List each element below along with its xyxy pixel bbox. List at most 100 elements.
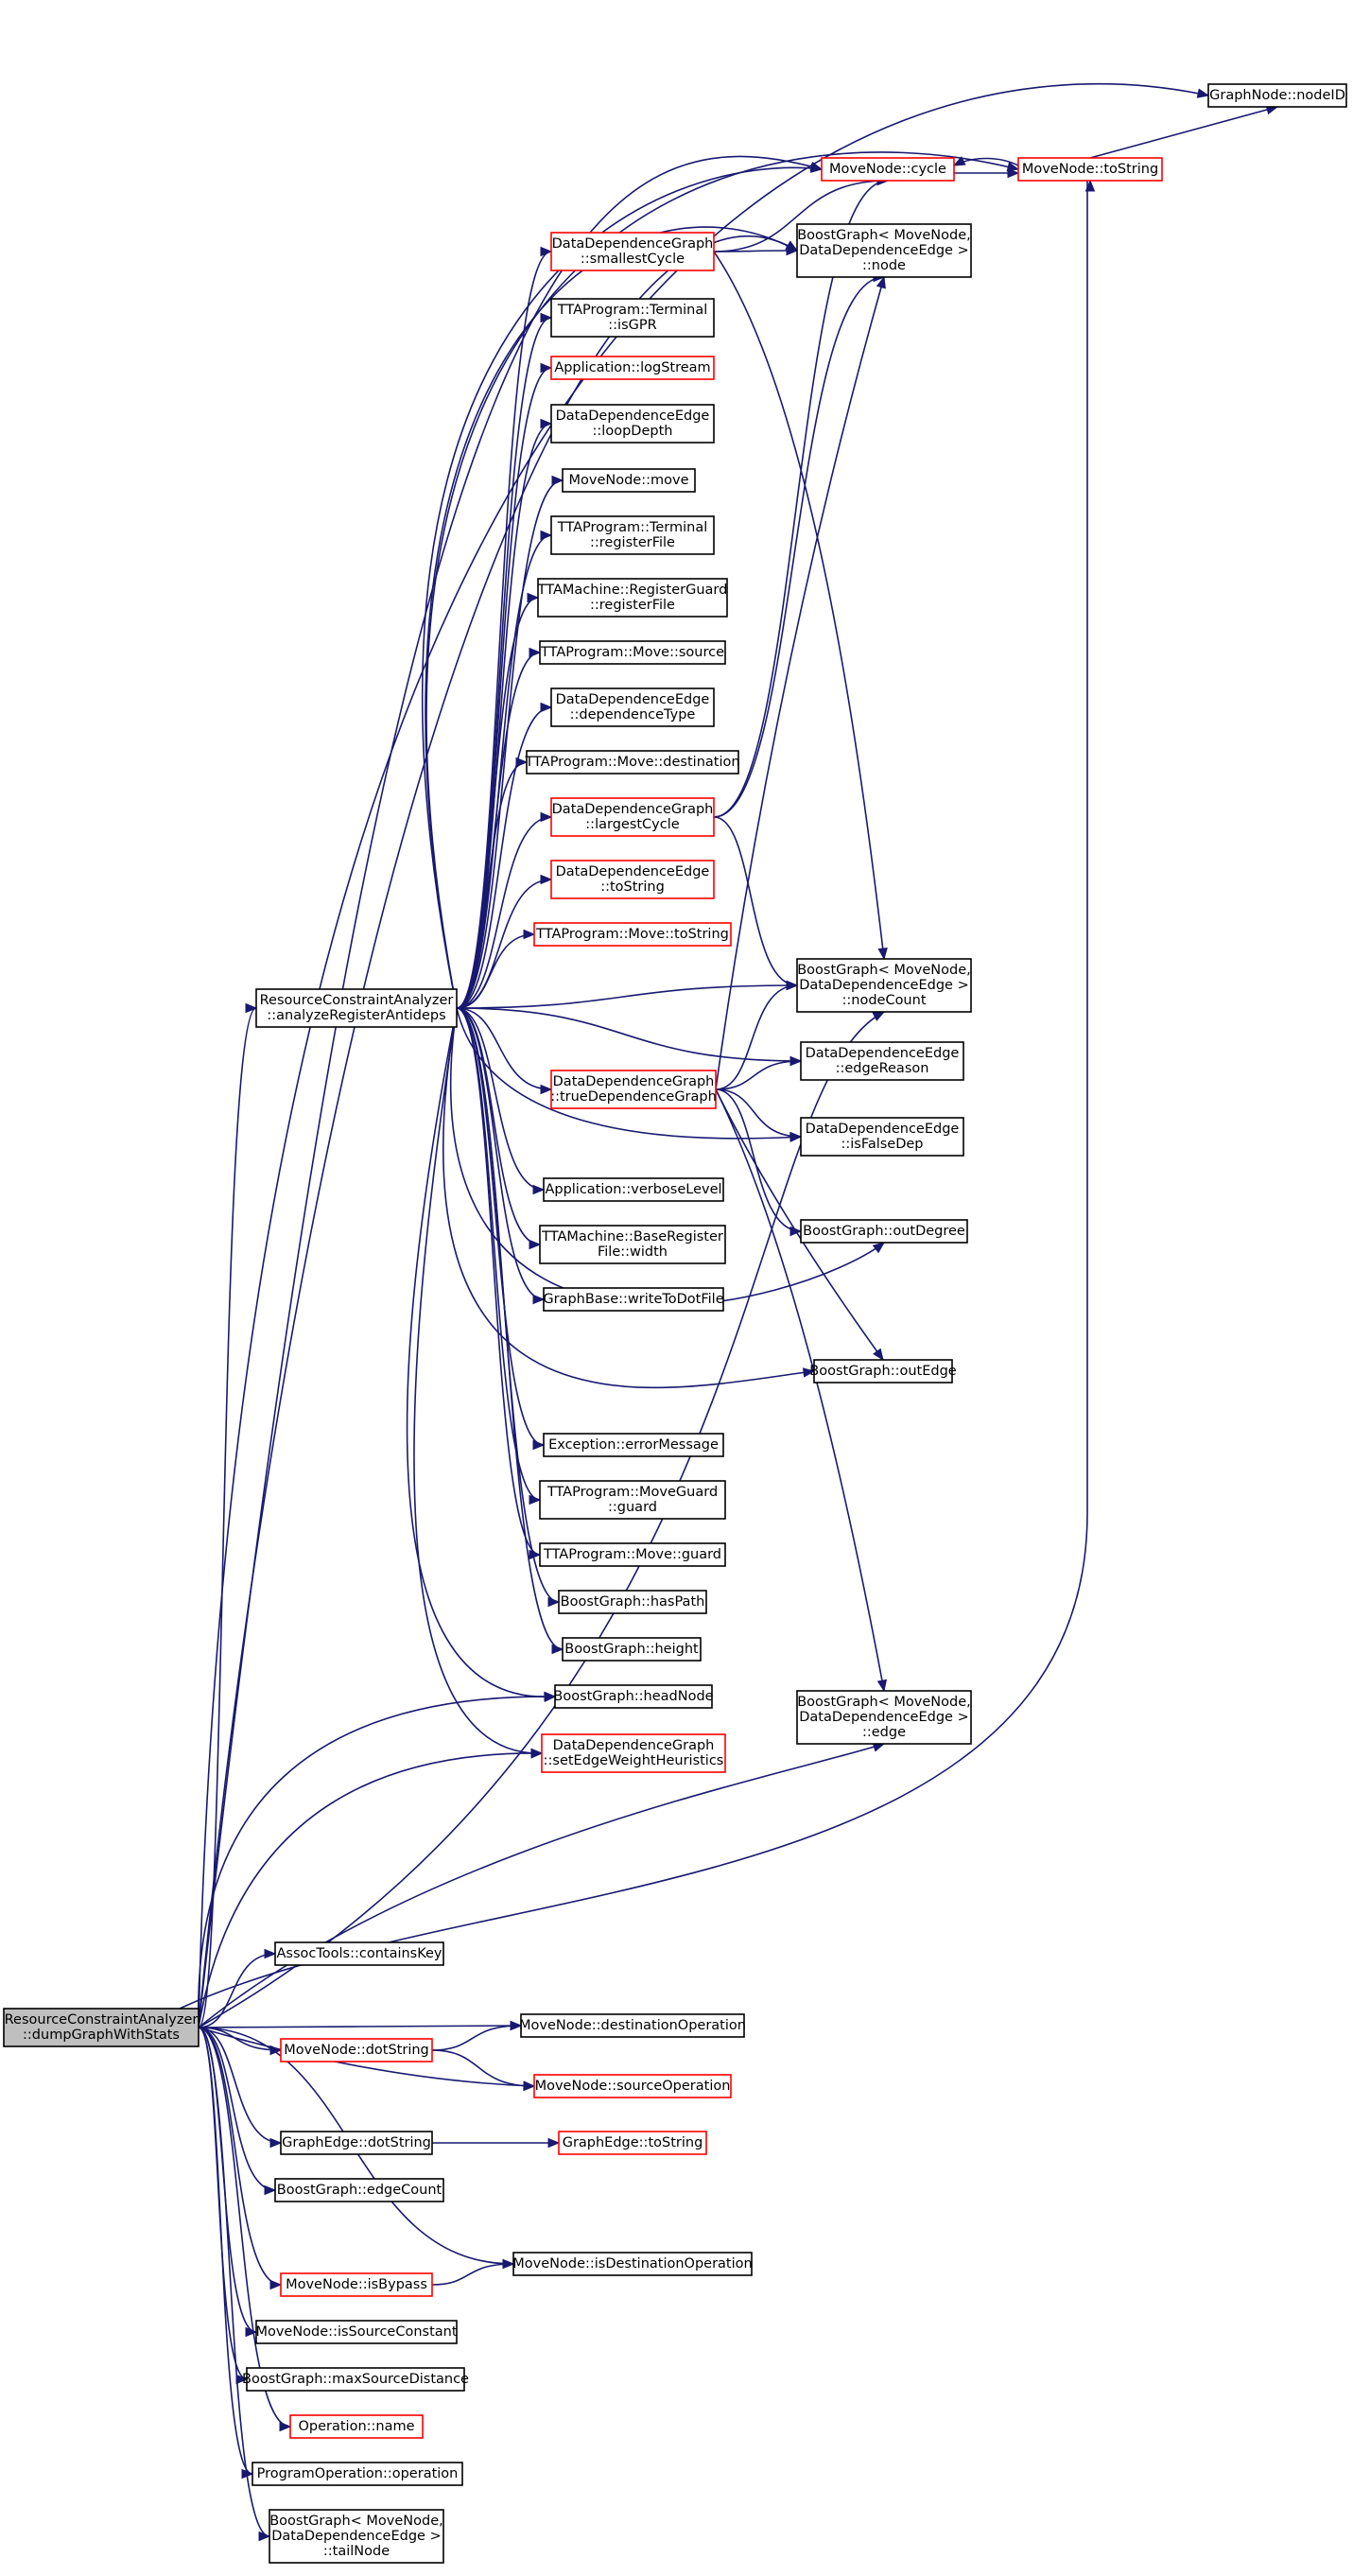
node-moveGuard[interactable]: TTAProgram::Move::guard bbox=[539, 1542, 726, 1567]
node-guardRegFile[interactable]: TTAMachine::RegisterGuard::registerFile bbox=[537, 578, 728, 618]
node-isSrcConst[interactable]: MoveNode::isSourceConstant bbox=[255, 2320, 458, 2344]
node-moveDest[interactable]: TTAProgram::Move::destination bbox=[524, 750, 740, 775]
node-box bbox=[821, 157, 955, 182]
node-label: GraphEdge::dotString bbox=[282, 2135, 431, 2150]
node-setEW[interactable]: DataDependenceGraph::setEdgeWeightHeuris… bbox=[541, 1733, 726, 1773]
node-nodeID[interactable]: GraphNode::nodeID bbox=[1207, 83, 1347, 108]
node-verbose[interactable]: Application::verboseLevel bbox=[543, 1177, 724, 1202]
node-termRegFile[interactable]: TTAProgram::Terminal::registerFile bbox=[550, 515, 715, 555]
node-analyze[interactable]: ResourceConstraintAnalyzer::analyzeRegis… bbox=[255, 988, 458, 1028]
node-label: ::isFalseDep bbox=[841, 1137, 923, 1152]
node-moveGuardGuard[interactable]: TTAProgram::MoveGuard::guard bbox=[539, 1480, 726, 1520]
node-moveSource[interactable]: TTAProgram::Move::source bbox=[539, 640, 726, 665]
node-isGPR[interactable]: TTAProgram::Terminal::isGPR bbox=[550, 298, 715, 338]
node-box bbox=[255, 2320, 458, 2344]
node-nodeCount[interactable]: BoostGraph< MoveNode,DataDependenceEdge … bbox=[796, 958, 972, 1013]
edge-root-to-nodeCount bbox=[198, 1011, 886, 2028]
edge-root-to-analyze bbox=[198, 1002, 258, 2028]
edge-line bbox=[713, 180, 889, 818]
node-label: TTAMachine::BaseRegister bbox=[541, 1229, 723, 1244]
node-cycle[interactable]: MoveNode::cycle bbox=[821, 157, 955, 182]
node-tailNode[interactable]: BoostGraph< MoveNode,DataDependenceEdge … bbox=[269, 2509, 444, 2564]
node-trueDep[interactable]: DataDependenceGraph::trueDependenceGraph bbox=[550, 1070, 717, 1109]
node-label: ::isGPR bbox=[608, 318, 656, 333]
node-geDot[interactable]: GraphEdge::dotString bbox=[280, 2131, 433, 2155]
node-edgeCount[interactable]: BoostGraph::edgeCount bbox=[274, 2178, 444, 2202]
edge-root-to-opName bbox=[198, 2027, 292, 2432]
node-isDestOp[interactable]: MoveNode::isDestinationOperation bbox=[512, 2252, 753, 2276]
node-containsKey[interactable]: AssocTools::containsKey bbox=[274, 1941, 444, 1966]
edge-line bbox=[198, 1011, 885, 2028]
node-bgNode[interactable]: BoostGraph< MoveNode,DataDependenceEdge … bbox=[796, 223, 972, 278]
node-label: DataDependenceEdge bbox=[556, 692, 710, 707]
node-label: TTAProgram::Move::source bbox=[540, 645, 724, 660]
arrowhead bbox=[510, 2020, 523, 2031]
node-mnDot[interactable]: MoveNode::dotString bbox=[280, 2038, 433, 2063]
node-headNode[interactable]: BoostGraph::headNode bbox=[553, 1684, 714, 1709]
edge-trueDep-to-bgNode bbox=[715, 275, 886, 1090]
node-label: BoostGraph::height bbox=[564, 1642, 699, 1657]
node-box bbox=[1017, 157, 1163, 182]
node-ddeToString[interactable]: DataDependenceEdge::toString bbox=[550, 860, 715, 899]
node-srcOp[interactable]: MoveNode::sourceOperation bbox=[533, 2074, 732, 2098]
node-box bbox=[550, 298, 715, 338]
edge-analyze-to-verbose bbox=[456, 1007, 546, 1195]
arrowhead bbox=[529, 1239, 542, 1250]
node-progOp[interactable]: ProgramOperation::operation bbox=[252, 2462, 463, 2486]
edge-root-to-isBypass bbox=[198, 2027, 283, 2290]
arrowhead bbox=[789, 1131, 803, 1142]
node-isBypass[interactable]: MoveNode::isBypass bbox=[280, 2272, 433, 2297]
node-label: AssocTools::containsKey bbox=[276, 1946, 442, 1961]
edge-mnToString-to-cycle bbox=[952, 156, 1019, 166]
node-logStream[interactable]: Application::logStream bbox=[550, 356, 715, 380]
node-box bbox=[550, 688, 715, 727]
node-box bbox=[539, 1480, 726, 1520]
node-depType[interactable]: DataDependenceEdge::dependenceType bbox=[550, 688, 715, 727]
node-mnMove[interactable]: MoveNode::move bbox=[562, 468, 696, 493]
edge-trueDep-to-bgEdge bbox=[715, 1088, 888, 1693]
edge-line bbox=[715, 1088, 885, 1692]
arrowhead bbox=[1196, 88, 1210, 98]
node-geToString[interactable]: GraphEdge::toString bbox=[558, 2131, 707, 2155]
edge-trueDep-to-edgeReason bbox=[715, 1055, 803, 1090]
node-height[interactable]: BoostGraph::height bbox=[562, 1637, 702, 1662]
node-root[interactable]: ResourceConstraintAnalyzer::dumpGraphWit… bbox=[3, 2008, 199, 2047]
edge-line bbox=[456, 1007, 541, 1556]
node-label: ::loopDepth bbox=[593, 424, 673, 439]
arrowhead bbox=[269, 2137, 283, 2149]
node-hasPath[interactable]: BoostGraph::hasPath bbox=[558, 1590, 707, 1614]
node-moveToString[interactable]: TTAProgram::Move::toString bbox=[533, 922, 732, 947]
edge-line bbox=[198, 2027, 282, 2286]
arrowhead bbox=[877, 947, 888, 961]
node-box bbox=[280, 2131, 433, 2155]
edge-line bbox=[456, 933, 535, 1009]
node-loopDepth[interactable]: DataDependenceEdge::loopDepth bbox=[550, 404, 715, 444]
edge-analyze-to-setEW bbox=[413, 1007, 544, 1759]
node-smallestCycle[interactable]: DataDependenceGraph::smallestCycle bbox=[550, 232, 715, 271]
node-bgEdge[interactable]: BoostGraph< MoveNode,DataDependenceEdge … bbox=[796, 1690, 972, 1745]
node-label: MoveNode::move bbox=[569, 473, 689, 488]
node-writeDot[interactable]: GraphBase::writeToDotFile bbox=[543, 1287, 724, 1312]
arrowhead bbox=[1006, 162, 1020, 172]
node-box bbox=[562, 1637, 702, 1662]
node-outDegree[interactable]: BoostGraph::outDegree bbox=[800, 1219, 968, 1244]
node-opName[interactable]: Operation::name bbox=[289, 2414, 424, 2439]
arrowhead bbox=[540, 362, 553, 374]
node-edgeReason[interactable]: DataDependenceEdge::edgeReason bbox=[800, 1041, 964, 1081]
node-errMsg[interactable]: Exception::errorMessage bbox=[543, 1433, 724, 1457]
edge-root-to-destOp bbox=[198, 2020, 523, 2031]
node-outEdge[interactable]: BoostGraph::outEdge bbox=[809, 1359, 957, 1384]
node-mnToString[interactable]: MoveNode::toString bbox=[1017, 157, 1163, 182]
edge-analyze-to-trueDep bbox=[456, 1007, 553, 1095]
edge-line bbox=[198, 2027, 282, 2144]
arrowhead bbox=[269, 2279, 283, 2290]
edge-line bbox=[198, 2025, 522, 2028]
node-destOp[interactable]: MoveNode::destinationOperation bbox=[519, 2013, 746, 2038]
node-largestCycle[interactable]: DataDependenceGraph::largestCycle bbox=[550, 797, 715, 837]
node-box bbox=[537, 578, 728, 618]
edge-analyze-to-smallestCycle bbox=[456, 246, 553, 1009]
node-isFalseDep[interactable]: DataDependenceEdge::isFalseDep bbox=[800, 1117, 964, 1157]
node-maxSrcDist[interactable]: BoostGraph::maxSourceDistance bbox=[242, 2367, 469, 2392]
node-label: TTAProgram::MoveGuard bbox=[546, 1485, 718, 1500]
